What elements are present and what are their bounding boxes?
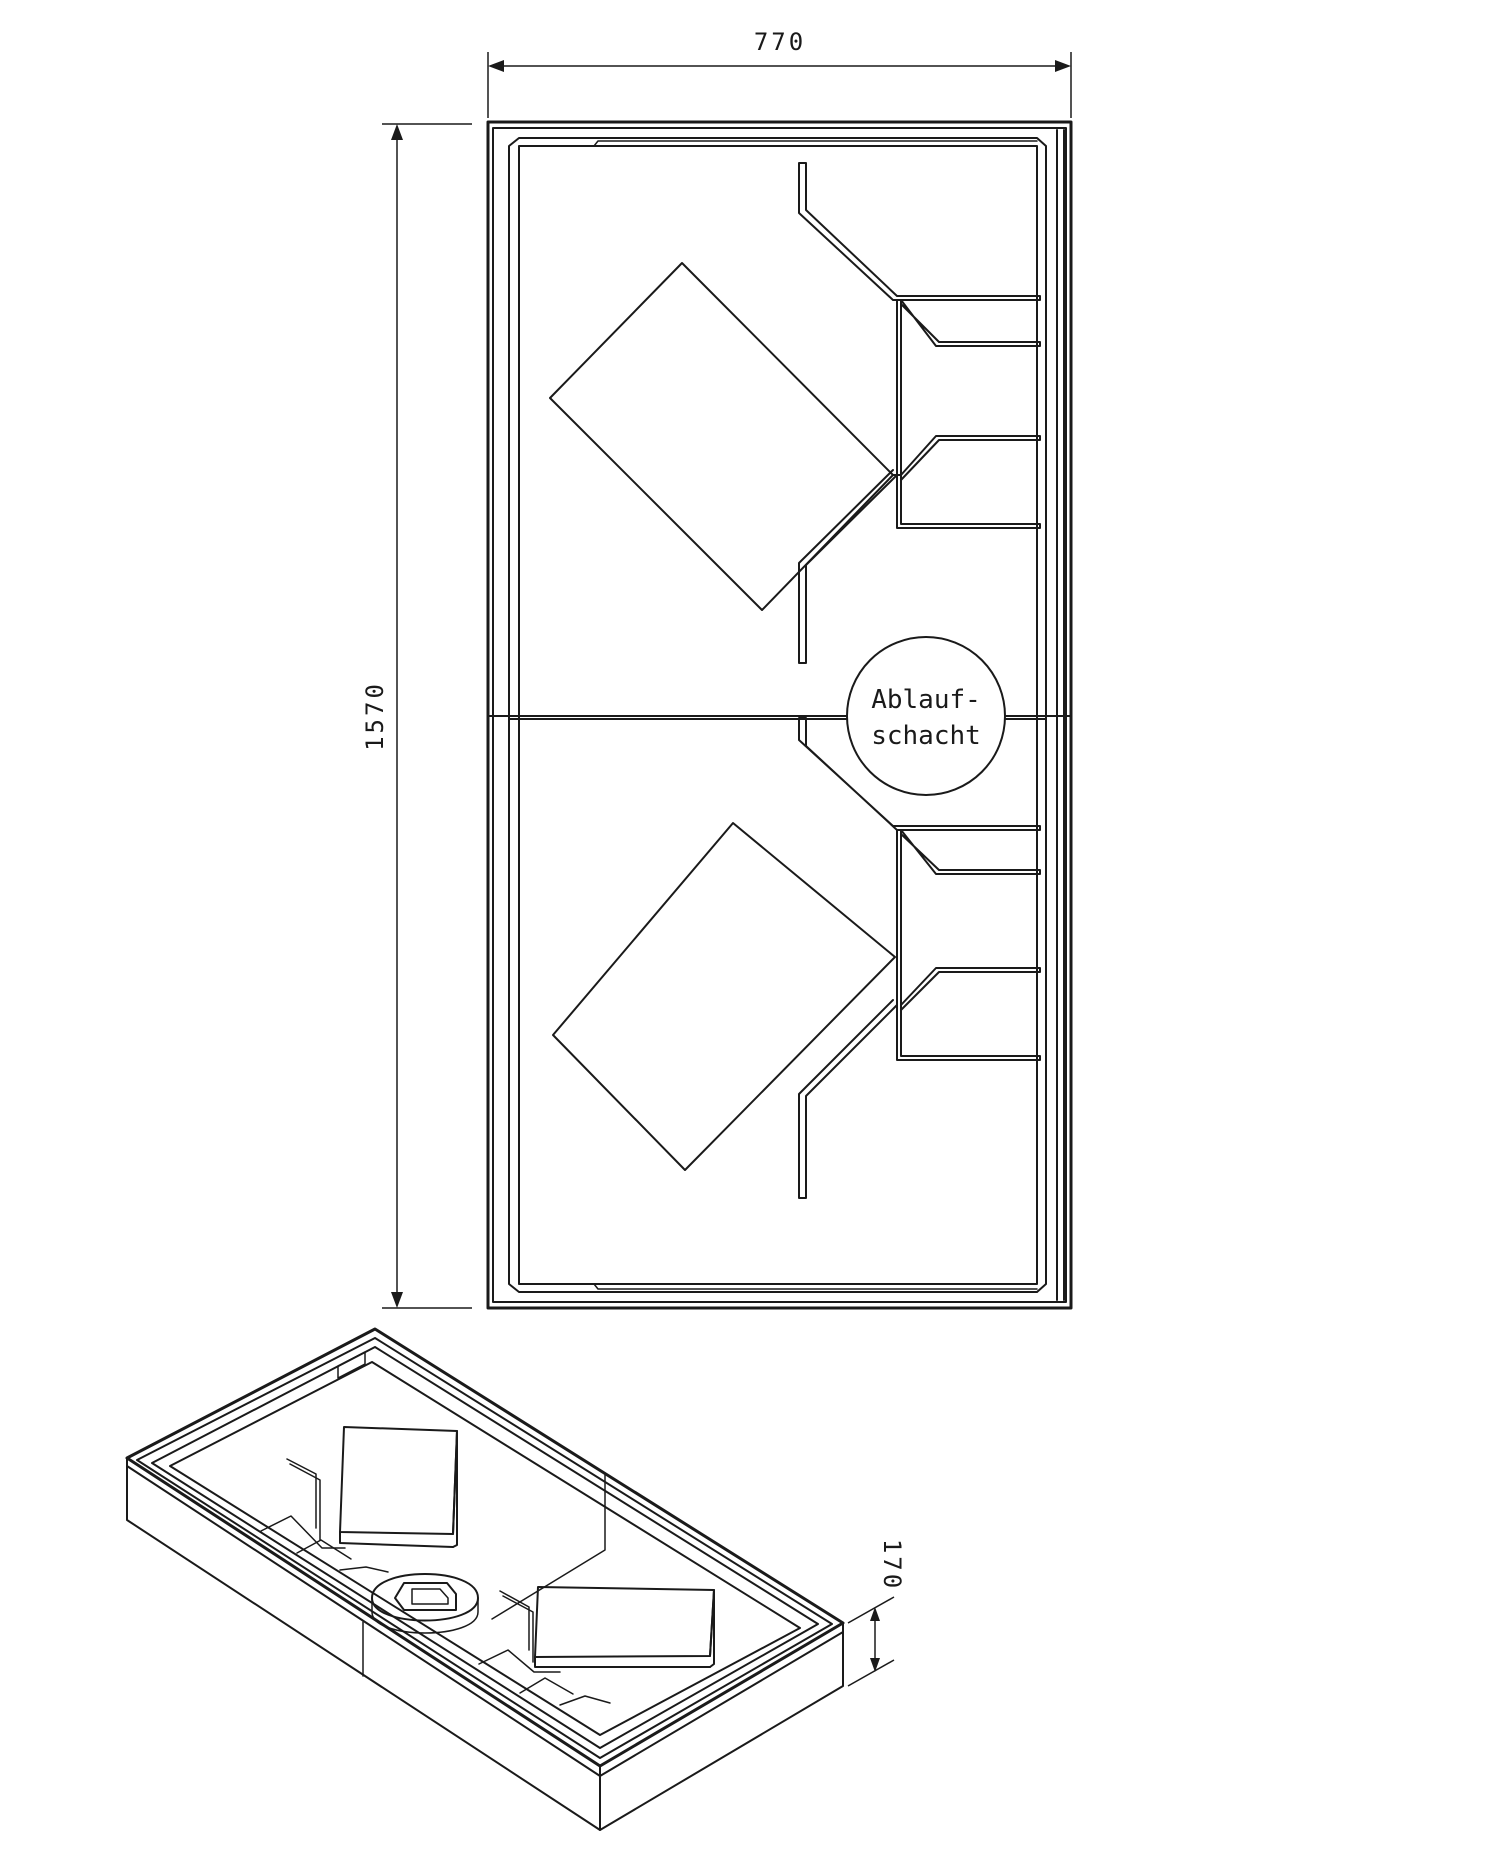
- height-dimension-label: 170: [878, 1539, 906, 1591]
- iso-block-a: [260, 1426, 458, 1573]
- width-dimension: 770: [487, 28, 1072, 118]
- plan-view: 770 1570: [361, 28, 1073, 1310]
- support-block-upper: [549, 162, 1041, 664]
- isometric-view: 170: [125, 1327, 906, 1831]
- length-dimension-label: 1570: [361, 681, 389, 751]
- drain-shaft-label-line1: Ablauf-: [871, 685, 981, 715]
- length-dimension: 1570: [361, 123, 472, 1309]
- drain-shaft-label-line2: schacht: [871, 721, 981, 751]
- iso-block-b: [478, 1586, 715, 1706]
- width-dimension-label: 770: [754, 28, 806, 56]
- height-dimension: 170: [847, 1539, 906, 1687]
- drain-shaft-callout: Ablauf- schacht: [846, 636, 1006, 796]
- iso-drain: [371, 1573, 479, 1634]
- support-block-lower: [552, 717, 1041, 1199]
